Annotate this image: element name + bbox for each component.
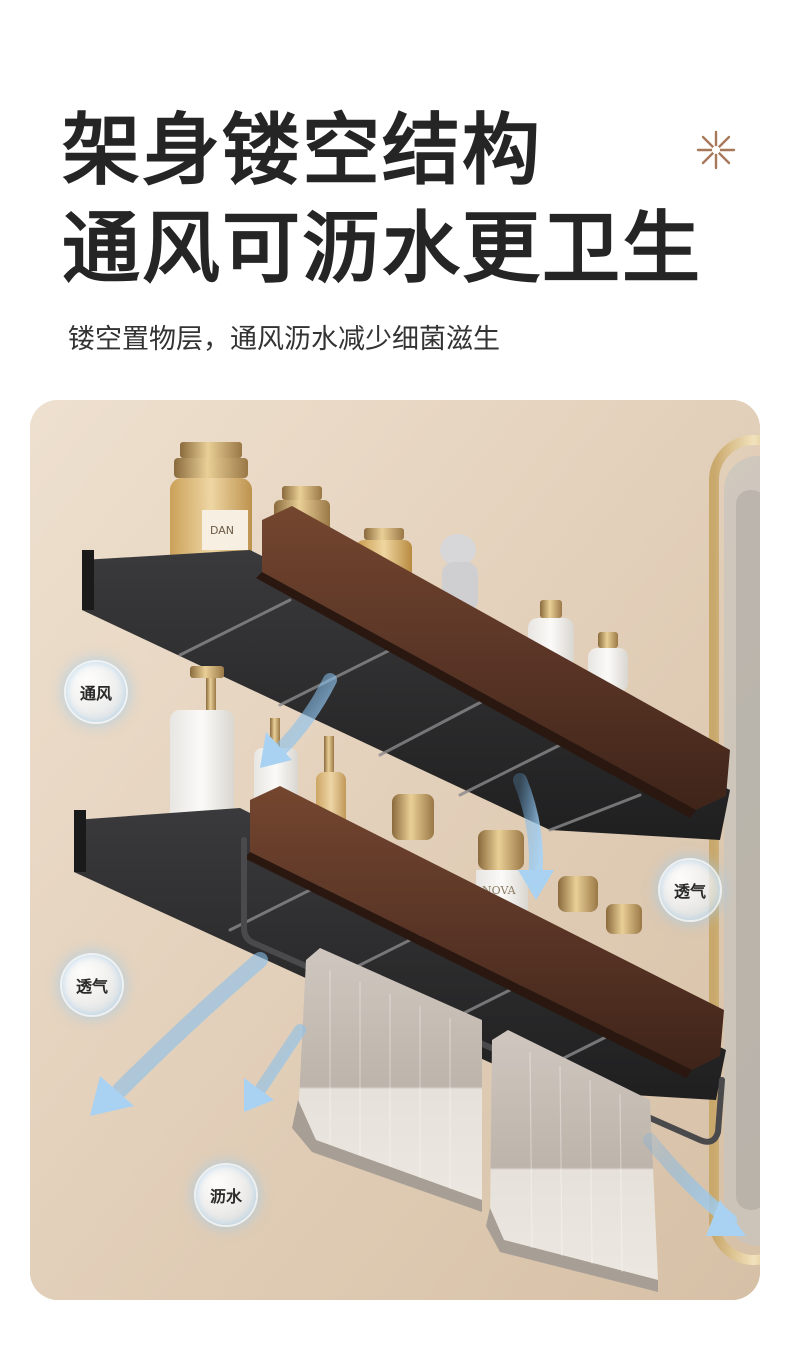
breathable-label-left: 透气 <box>75 977 108 996</box>
breathable-badge-right: 透气 <box>660 860 720 920</box>
arrow-icon <box>260 732 292 768</box>
towel-right <box>490 1030 658 1280</box>
arrow-icon <box>513 773 543 887</box>
towel-left <box>298 948 482 1200</box>
headline-line-2: 通风可沥水更卫生 <box>62 204 703 294</box>
product-photo: DAN <box>30 400 760 1300</box>
drain-label: 沥水 <box>209 1187 242 1206</box>
lower-shelf: NOVA <box>74 666 726 1145</box>
ventilation-badge: 通风 <box>66 662 126 722</box>
arrow-icon <box>90 1076 134 1116</box>
subline: 镂空置物层，通风沥水减少细菌滋生 <box>68 324 500 355</box>
mirror <box>709 435 760 1265</box>
arrow-icon <box>112 952 268 1098</box>
arrow-icon <box>706 1200 746 1236</box>
breathable-label-right: 透气 <box>673 882 706 901</box>
drain-badge: 沥水 <box>196 1165 256 1225</box>
arrow-icon <box>273 673 337 757</box>
upper-bottle-label: DAN <box>210 524 234 537</box>
headline: 架身镂空结构 通风可沥水更卫生 <box>62 102 702 298</box>
airflow-arrows <box>90 673 746 1236</box>
lower-wood-board <box>250 786 724 1070</box>
arrow-icon <box>518 870 554 900</box>
arrow-icon <box>254 1024 306 1096</box>
breathable-badge-left: 透气 <box>62 955 122 1015</box>
lower-tray <box>74 808 726 1100</box>
upper-wood-board <box>262 506 730 810</box>
ventilation-label: 通风 <box>79 684 112 703</box>
shelf-illustration: DAN <box>30 400 760 1300</box>
sparkle-icon <box>696 130 736 170</box>
headline-line-1: 架身镂空结构 <box>62 106 543 196</box>
arrow-icon <box>244 1078 274 1112</box>
upper-shelf: DAN <box>82 442 730 840</box>
towels <box>292 948 658 1292</box>
